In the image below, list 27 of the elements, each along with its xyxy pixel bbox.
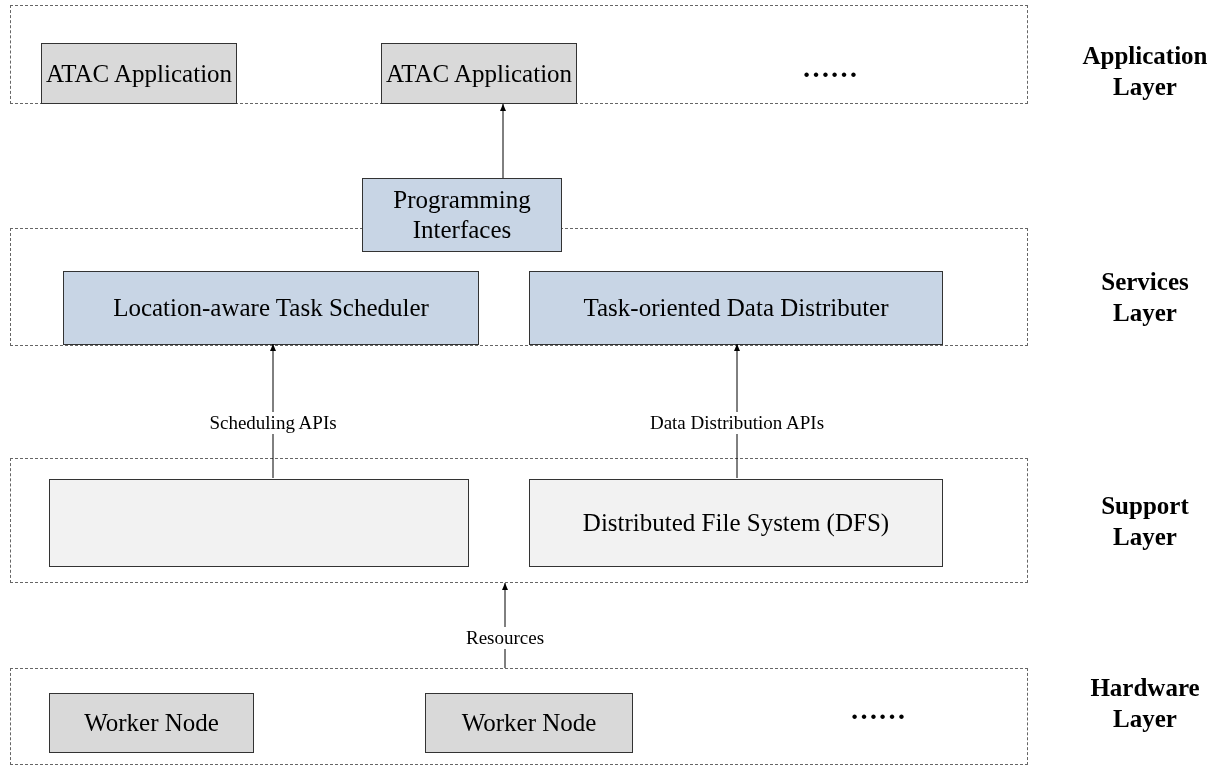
- component-box: [49, 693, 254, 753]
- component-box: [381, 43, 577, 104]
- layer-title: Services Layer: [1100, 267, 1190, 329]
- layer-title: Hardware Layer: [1089, 673, 1201, 735]
- arrow: [500, 103, 506, 179]
- layer-frame: [10, 668, 1028, 765]
- component-box: [425, 693, 633, 753]
- component-box: [41, 43, 237, 104]
- component-box: [362, 178, 562, 252]
- box-label: ATAC Application: [45, 58, 233, 89]
- layer-title: Support Layer: [1100, 491, 1190, 553]
- component-box: [529, 271, 943, 345]
- box-label: Worker Node: [461, 708, 597, 738]
- layer-frame: [10, 458, 1028, 583]
- box-label: Distributed File System (DFS): [582, 508, 890, 538]
- ellipsis: ……: [801, 51, 859, 85]
- box-label: ATAC Application: [385, 58, 573, 89]
- component-box: [529, 479, 943, 567]
- layer-title: Application Layer: [1081, 41, 1209, 103]
- box-label: Location-aware Task Scheduler: [113, 293, 429, 323]
- empty-box: [49, 479, 469, 567]
- box-label: Task-oriented Data Distributer: [583, 293, 889, 323]
- box-label: Worker Node: [84, 708, 219, 738]
- component-box: [63, 271, 479, 345]
- box-label: Programming Interfaces: [392, 185, 532, 245]
- layer-frame: [10, 5, 1028, 104]
- ellipsis: ……: [849, 693, 907, 727]
